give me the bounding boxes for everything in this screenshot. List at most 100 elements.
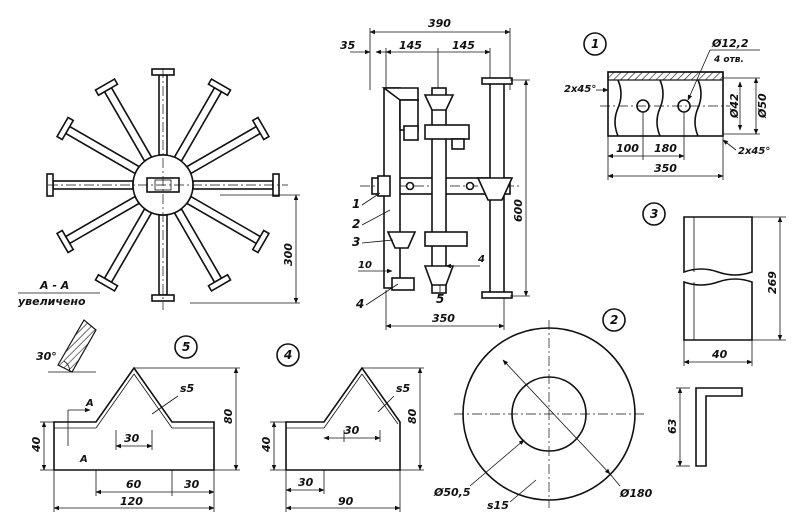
part3-dim-height: 269 xyxy=(766,271,779,294)
part4-dim-height-total: 80 xyxy=(406,408,419,424)
part5-plate xyxy=(53,366,215,471)
part5-dim-right: 30 xyxy=(184,478,200,491)
part1-tube xyxy=(607,71,724,137)
part1-tube-wall xyxy=(607,71,724,81)
part1-break-2 xyxy=(656,79,664,137)
part5-thickness: s5 xyxy=(180,382,195,395)
asm-col-right-top xyxy=(481,77,513,85)
part5-dim-total: 120 xyxy=(120,495,143,508)
part2-number: 2 xyxy=(610,313,618,327)
callout-2-leader xyxy=(361,209,391,226)
callout-5: 5 xyxy=(436,292,444,306)
part5-angle-detail xyxy=(57,319,97,373)
wheel-paddle-blade xyxy=(55,229,75,254)
callout-1: 1 xyxy=(352,197,360,211)
asm-col-right-clamp xyxy=(476,177,514,201)
wheel-paddle-blade xyxy=(94,273,119,293)
part1-number: 1 xyxy=(591,37,599,51)
wheel-view: 300 А - А увеличено xyxy=(18,68,300,310)
asm-col-right-foot xyxy=(481,291,513,299)
asm-disc-left xyxy=(377,175,391,197)
part4-bend-diag-r xyxy=(361,373,399,425)
part5-dim-tip: 30 xyxy=(124,432,140,445)
wheel-paddle-blade xyxy=(207,77,232,97)
part1-chamfer-right: 2x45° xyxy=(738,146,770,157)
part5-bend-diag-r xyxy=(133,373,173,429)
part5-angle: 30° xyxy=(36,350,57,363)
asm-col-left-box xyxy=(403,125,419,141)
part2-od-leader xyxy=(609,473,621,487)
part-4: 4 s5 40 80 30 30 90 xyxy=(260,343,424,512)
asm-dim-height: 600 xyxy=(512,199,525,222)
asm-col-left-blade xyxy=(386,231,417,249)
part2-inner-dia: Ø50,5 xyxy=(433,486,471,499)
callout-2: 2 xyxy=(352,217,360,231)
wheel-dim-height: 300 xyxy=(282,243,295,266)
asm-dim-gap: 10 xyxy=(358,260,372,271)
callout-4: 4 xyxy=(355,297,364,311)
callout-1-leader xyxy=(361,192,381,206)
part3-profile xyxy=(695,387,743,467)
asm-col-centre-blade xyxy=(423,265,455,286)
asm-col-left-foot xyxy=(391,277,415,291)
part3-dim-width: 40 xyxy=(711,348,728,361)
asm-col-centre-cap xyxy=(451,138,465,150)
part-2: 2 Ø50,5 Ø180 s15 xyxy=(433,308,653,512)
part1-outer-dia: Ø50 xyxy=(756,93,769,119)
wheel-paddle-blade xyxy=(207,273,232,293)
part5-section-mark-top: A xyxy=(85,398,94,409)
part4-dim-tip: 30 xyxy=(344,424,360,437)
part4-thickness: s5 xyxy=(396,382,411,395)
part4-dim-total: 90 xyxy=(338,495,354,508)
wheel-paddle-blade xyxy=(94,77,119,97)
part5-bend-diag-l xyxy=(95,373,135,429)
part4-number: 4 xyxy=(283,348,292,362)
assembly-view: 390 35 145 145 xyxy=(340,17,530,330)
asm-bolt-2 xyxy=(465,181,475,191)
callout-3: 3 xyxy=(352,235,360,249)
part4-thk-leader xyxy=(377,395,395,413)
part-1: 1 Ø12,2 4 отв. 2x45° Ø50 Ø42 100 180 2x4… xyxy=(564,32,770,180)
part2-outer-dia: Ø180 xyxy=(619,487,653,500)
wheel-paddles xyxy=(46,68,280,302)
part4-dim-left: 30 xyxy=(298,476,314,489)
part4-badge xyxy=(276,343,300,367)
part1-chamfer-right-arrow xyxy=(722,139,737,151)
asm-dim-base-width: 350 xyxy=(432,312,455,325)
part5-badge xyxy=(174,335,198,359)
part1-hole-note: 4 отв. xyxy=(713,55,744,65)
part3-badge xyxy=(642,202,666,226)
part2-thickness: s15 xyxy=(487,499,509,512)
part1-hole-dia: Ø12,2 xyxy=(711,37,749,50)
callout-3-leader xyxy=(361,239,394,244)
part-3: 3 269 40 63 xyxy=(642,202,786,467)
part3-upper xyxy=(683,216,753,276)
part5-number: 5 xyxy=(182,340,190,354)
part5-section-mark-bottom: A xyxy=(79,454,88,465)
part5-dim-mid: 60 xyxy=(126,478,142,491)
part1-inner-dia: Ø42 xyxy=(728,93,741,119)
part4-bend-diag-l xyxy=(323,373,363,429)
part3-lower xyxy=(683,278,753,341)
wheel-paddle xyxy=(94,207,153,293)
callout-4-leader xyxy=(365,283,399,306)
asm-dim-offset: 35 xyxy=(340,39,356,52)
part2-thk-leader xyxy=(509,479,537,503)
part1-chamfer-left: 2x45° xyxy=(564,84,596,95)
part3-number: 3 xyxy=(650,207,658,221)
part1-badge xyxy=(583,32,607,56)
part5-thk-leader xyxy=(151,395,179,415)
asm-col-centre xyxy=(431,87,447,294)
asm-col-centre-top xyxy=(423,94,455,111)
wheel-paddle-blade xyxy=(251,229,271,254)
part1-dim-length: 350 xyxy=(654,162,677,175)
asm-dim-thickness: 4 xyxy=(477,254,485,265)
wheel-paddle-blade xyxy=(55,116,75,141)
part3-dim-profile: 63 xyxy=(666,418,679,434)
part-5: 5 30° s5 A A 40 80 30 60 30 xyxy=(30,319,240,512)
part2-od-diag xyxy=(502,359,611,475)
part2-id-leader xyxy=(469,439,525,487)
part1-break-1 xyxy=(614,79,622,137)
part5-dim-height-total: 80 xyxy=(222,408,235,424)
